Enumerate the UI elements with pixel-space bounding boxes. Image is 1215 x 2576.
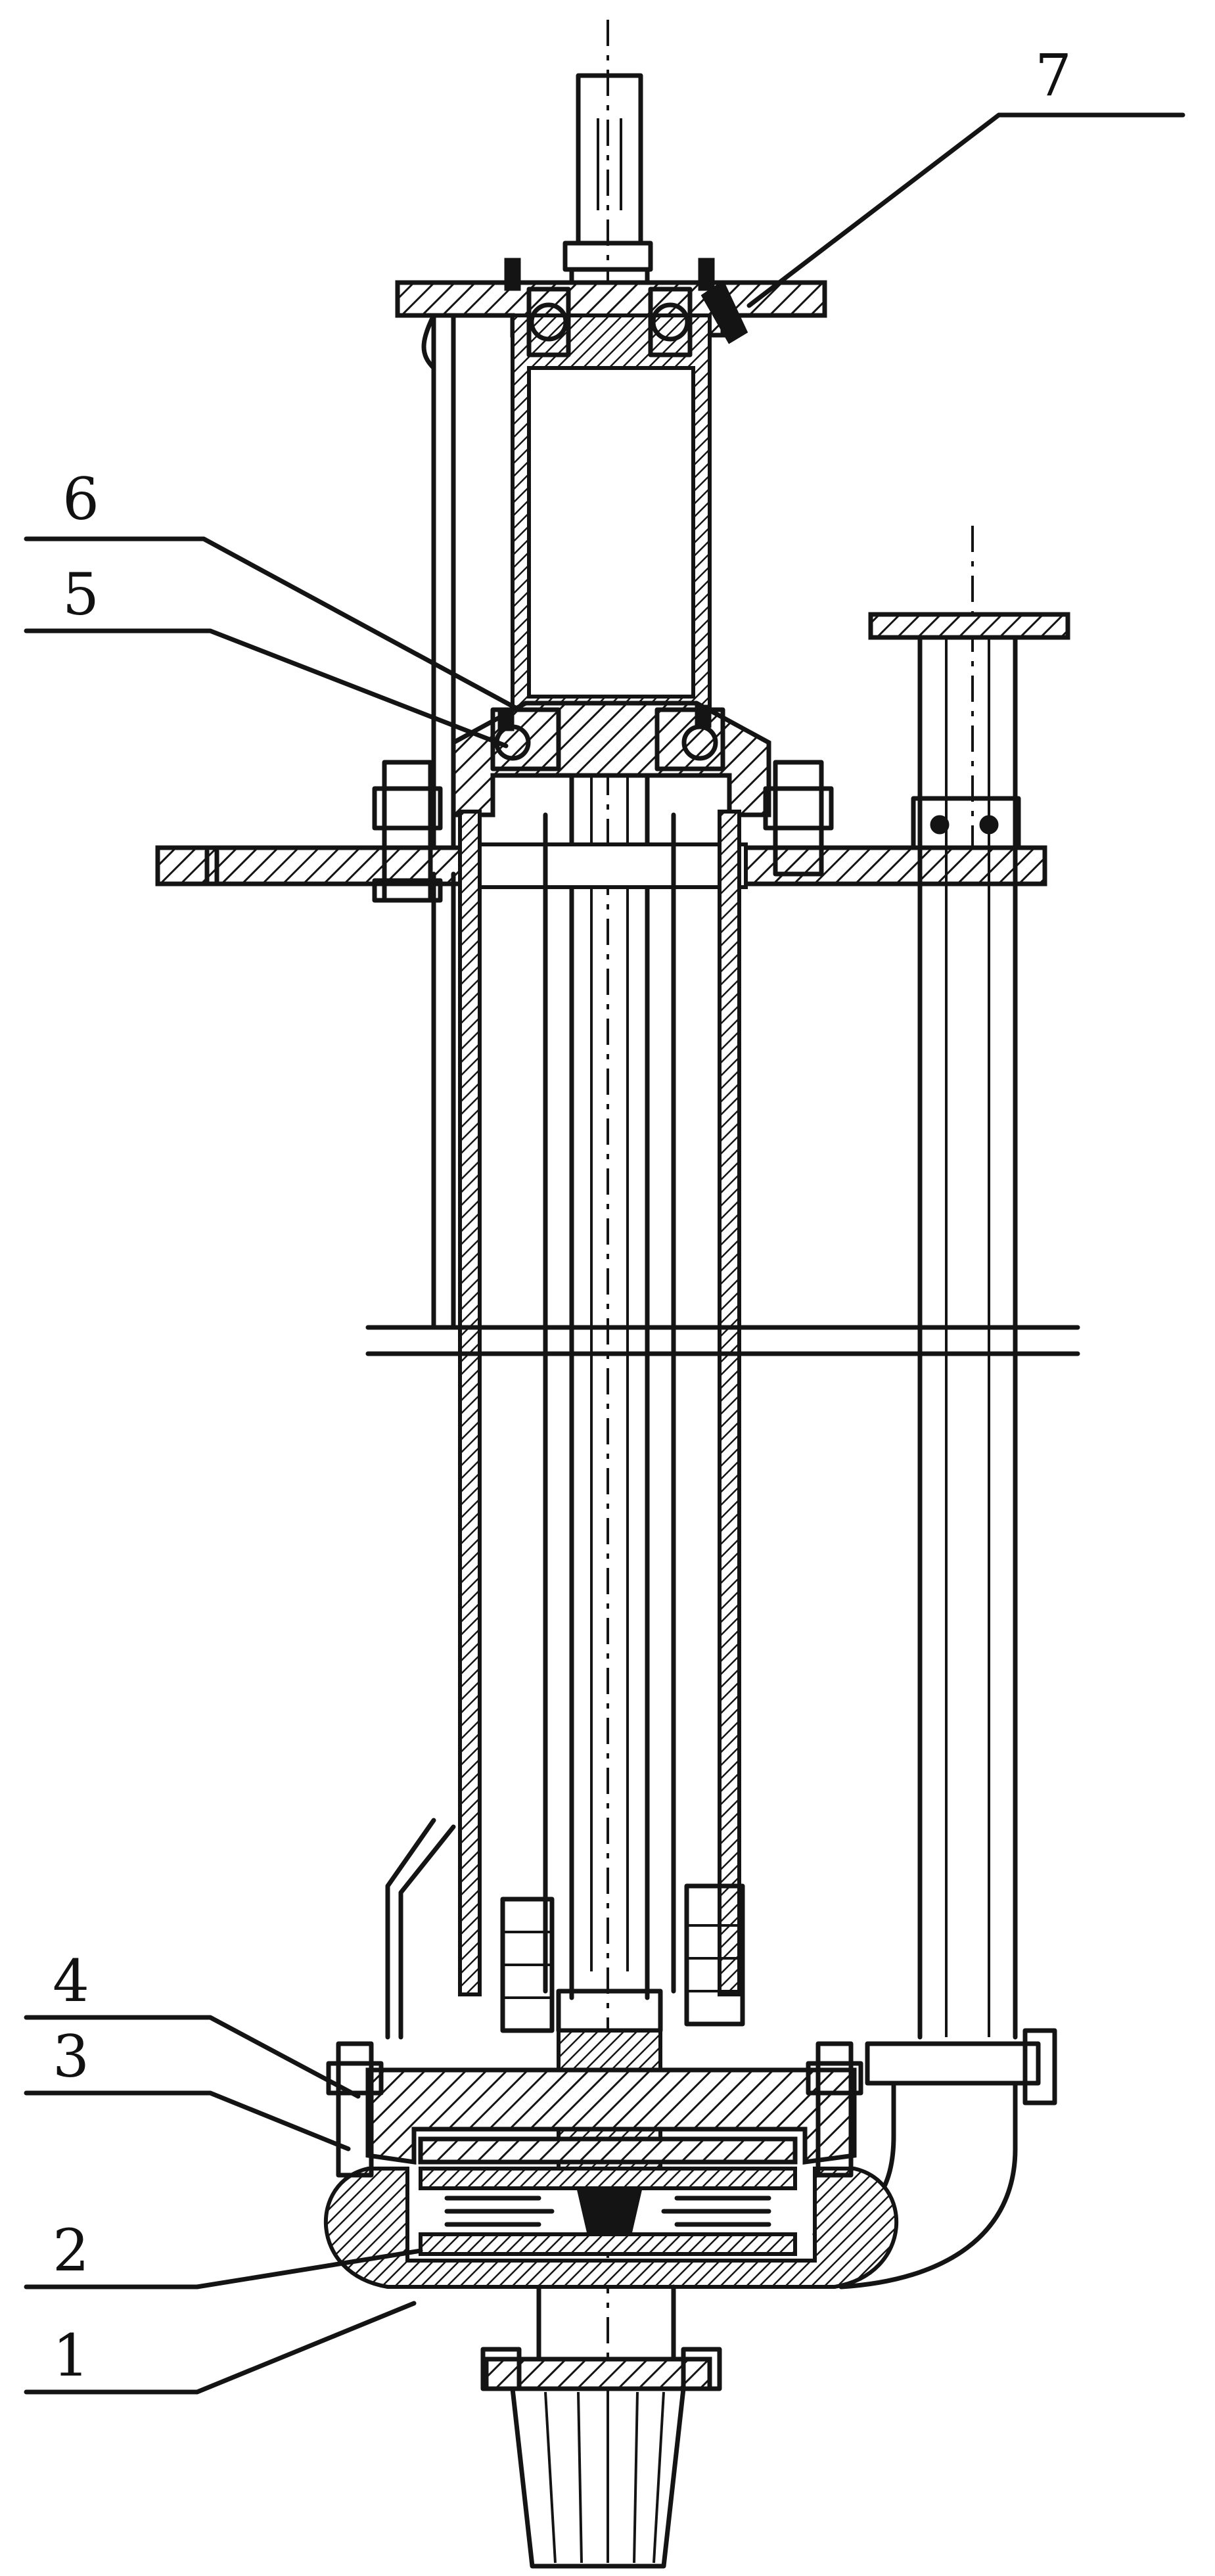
discharge-pipe: [812, 612, 1070, 2289]
part-label-5: 5: [62, 561, 99, 628]
part-label-4: 4: [53, 1947, 89, 2015]
part-label-7: 7: [1035, 41, 1072, 109]
part-labels: 7 6 5 4 3 2 1: [53, 41, 1072, 2389]
column-pipe: [365, 810, 1080, 2040]
part-label-6: 6: [62, 465, 99, 533]
part-label-3: 3: [53, 2023, 89, 2090]
part-label-1: 1: [53, 2322, 89, 2389]
suction-strainer: [510, 2386, 686, 2569]
lower-bearing-housing: [451, 701, 771, 817]
leader-lines: [24, 112, 1185, 2395]
mounting-plate: [155, 760, 1047, 903]
pump-casing: [323, 2041, 899, 2391]
motor-stand: [395, 258, 827, 877]
part-label-2: 2: [53, 2217, 89, 2284]
